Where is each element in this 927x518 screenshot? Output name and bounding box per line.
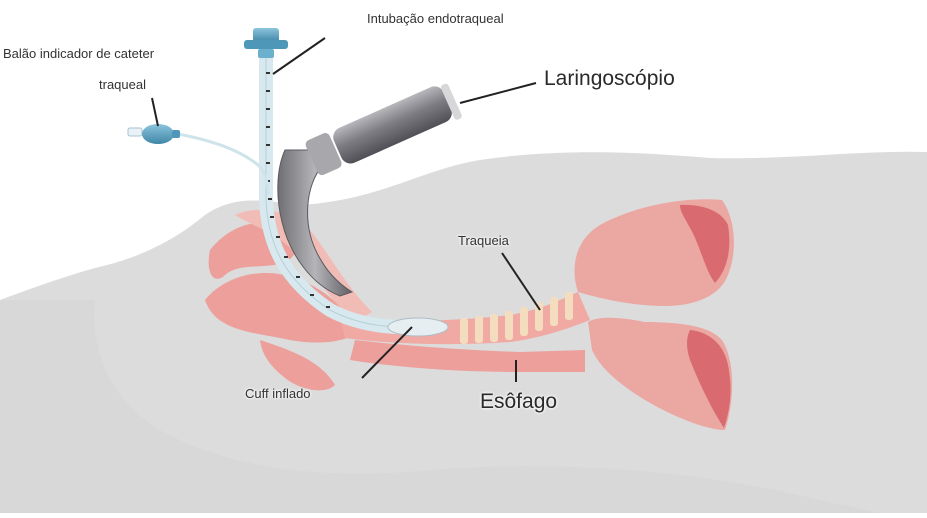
leader-laringoscopio bbox=[460, 83, 536, 103]
label-intubacao: Intubação endotraqueal bbox=[367, 12, 504, 25]
label-cuff: Cuff inflado bbox=[245, 387, 311, 400]
label-traqueia: Traqueia bbox=[458, 234, 509, 247]
inflated-cuff bbox=[388, 318, 448, 336]
laryngoscope-handle bbox=[304, 83, 463, 177]
leader-balao bbox=[152, 98, 158, 126]
label-esofago: Esôfago bbox=[480, 391, 557, 412]
pilot-balloon-line bbox=[178, 134, 268, 195]
label-balao-line2: traqueal bbox=[99, 78, 146, 91]
pilot-balloon-icon bbox=[128, 124, 180, 144]
label-balao-line1: Balão indicador de cateter bbox=[3, 47, 154, 60]
tube-connector-icon bbox=[244, 28, 288, 58]
label-laringoscopio: Laringoscópio bbox=[544, 68, 675, 89]
